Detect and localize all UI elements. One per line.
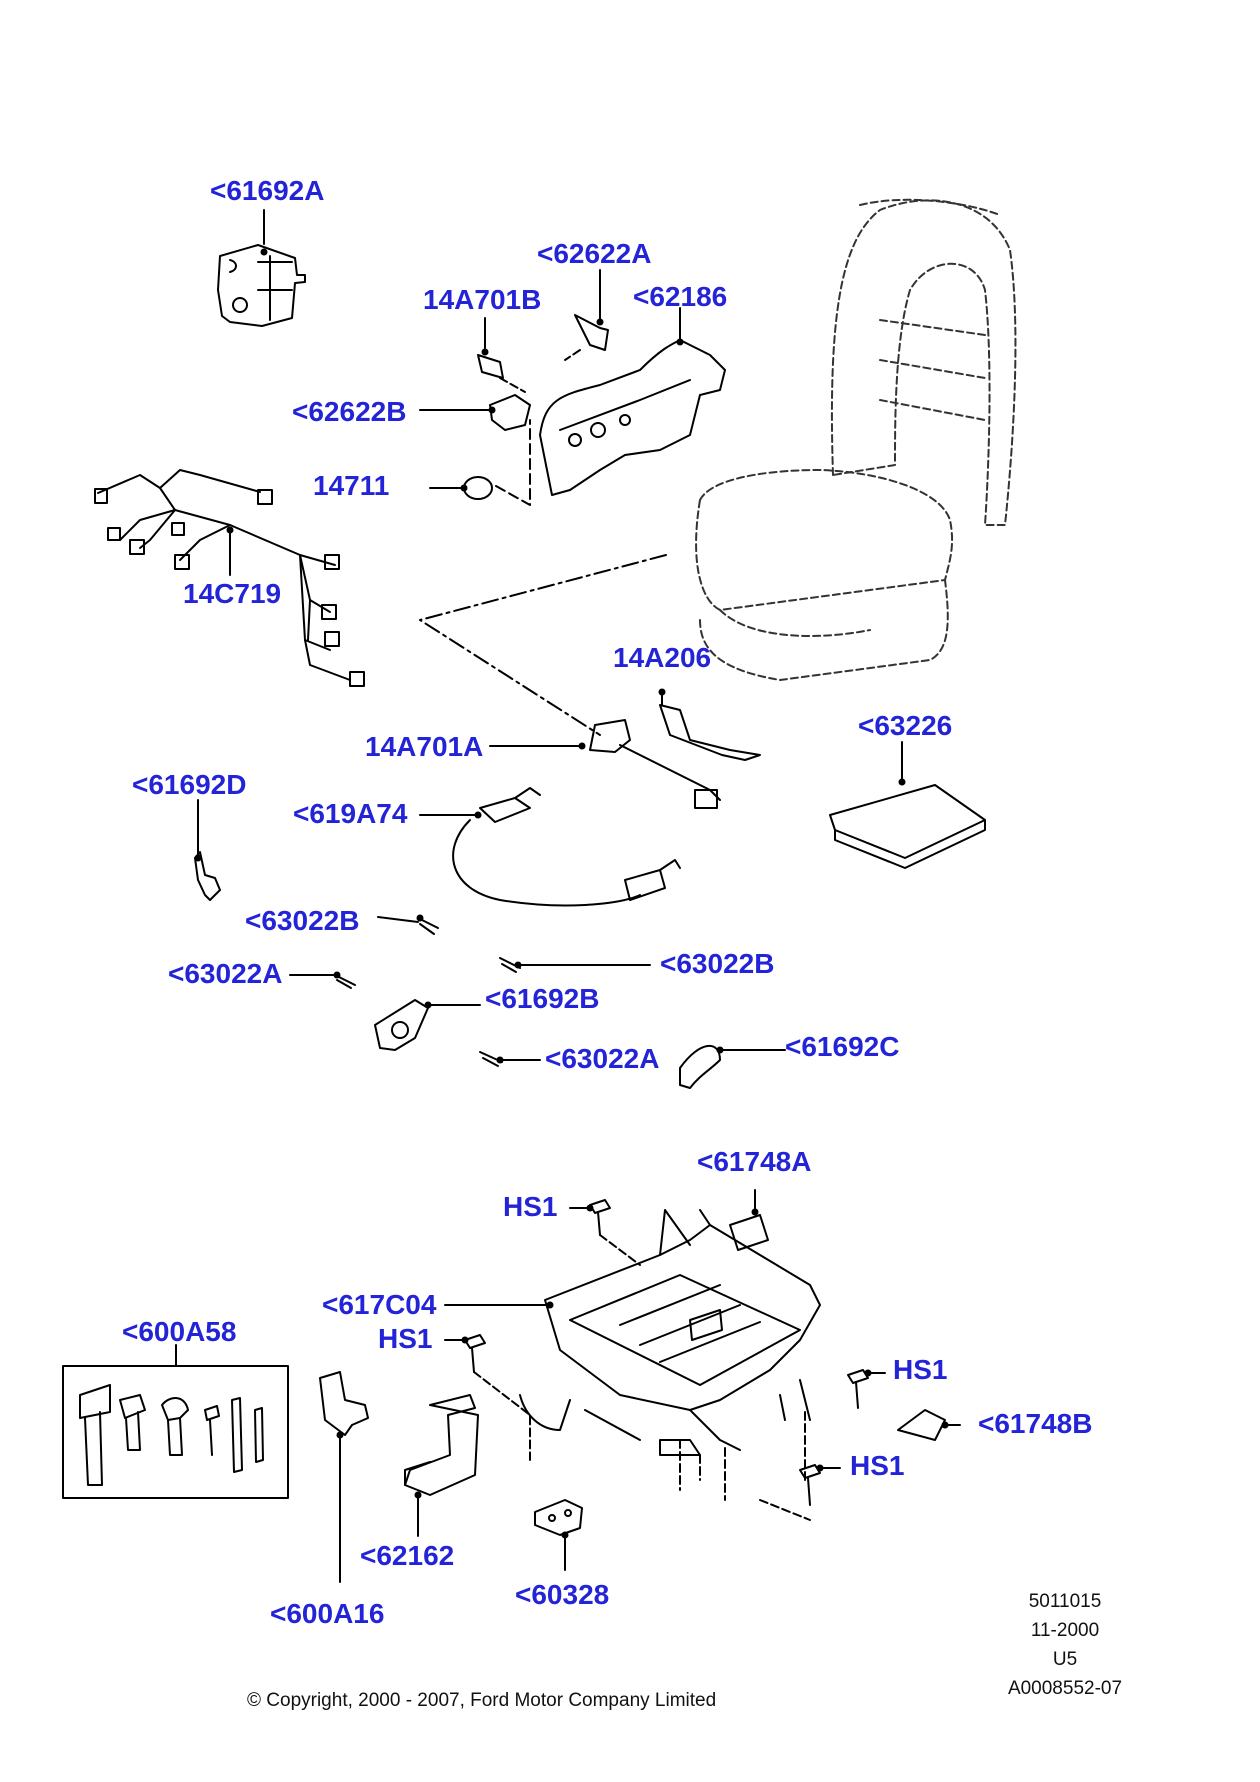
callout-61748A[interactable]: <61748A [697, 1146, 812, 1177]
callout-62186[interactable]: <62186 [633, 281, 728, 312]
bracket-61692A-illustration [217, 244, 306, 327]
callout-60328[interactable]: <60328 [515, 1579, 610, 1610]
callout-63022B-right[interactable]: <63022B [660, 948, 775, 979]
callout-600A16[interactable]: <600A16 [270, 1598, 385, 1629]
callout-63226[interactable]: <63226 [858, 710, 953, 741]
callout-14A701B[interactable]: 14A701B [423, 284, 542, 315]
callout-14A701A[interactable]: 14A701A [365, 731, 484, 762]
diagram-date: 11-2000 [1030, 1620, 1100, 1641]
callout-600A58[interactable]: <600A58 [122, 1316, 237, 1347]
callout-62622A[interactable]: <62622A [537, 238, 652, 269]
callout-61692B[interactable]: <61692B [485, 983, 600, 1014]
callout-63022A-bottom[interactable]: <63022A [545, 1043, 660, 1074]
seat-frame-617C04-illustration [473, 1209, 821, 1521]
callout-hs1-bottom[interactable]: HS1 [850, 1450, 905, 1481]
callout-14711[interactable]: 14711 [313, 470, 390, 501]
seat-outline-illustration [695, 198, 1017, 681]
cable-619A74-illustration [452, 787, 681, 907]
callout-63022A-left[interactable]: <63022A [168, 958, 283, 989]
callout-61692C[interactable]: <61692C [785, 1031, 900, 1062]
copyright-notice: © Copyright, 2000 - 2007, Ford Motor Com… [247, 1690, 717, 1711]
diagram-code: U5 [1052, 1649, 1078, 1670]
callout-63022B-left[interactable]: <63022B [245, 905, 360, 936]
harness-14C719-illustration [94, 469, 365, 687]
hs1-screws-illustration [464, 1199, 869, 1506]
callout-14A206[interactable]: 14A206 [613, 642, 712, 673]
callout-61692A[interactable]: <61692A [210, 175, 325, 206]
callout-62162[interactable]: <62162 [360, 1540, 455, 1571]
fasteners-600A58-illustration [79, 1384, 264, 1486]
callout-hs1-top[interactable]: HS1 [503, 1191, 558, 1222]
callout-14C719[interactable]: 14C719 [183, 578, 282, 609]
diagram-number: 5011015 [1028, 1591, 1102, 1612]
diagram-reference: A0008552-07 [1007, 1678, 1123, 1699]
callout-617C04[interactable]: <617C04 [322, 1289, 437, 1320]
callout-61692D[interactable]: <61692D [132, 769, 247, 800]
callout-hs1-right[interactable]: HS1 [893, 1354, 948, 1385]
callout-62622B[interactable]: <62622B [292, 396, 407, 427]
callout-hs1-left[interactable]: HS1 [378, 1323, 433, 1354]
callout-61748B[interactable]: <61748B [978, 1408, 1093, 1439]
side-shield-62186-illustration [539, 339, 726, 496]
callout-619A74[interactable]: <619A74 [293, 798, 408, 829]
